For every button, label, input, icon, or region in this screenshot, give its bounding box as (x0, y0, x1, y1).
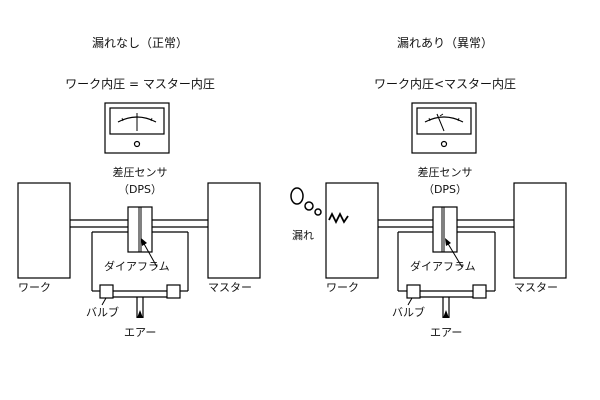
left-work-label: ワーク (18, 281, 51, 294)
right-sensor-abbr: （DPS） (422, 183, 468, 196)
left-work-tank (17, 182, 71, 279)
right-pressure-relation: ワーク内圧<マスター内圧 (373, 77, 517, 91)
left-sensor-name: 差圧センサ (112, 166, 168, 179)
left-valve-2 (166, 284, 181, 299)
left-valve-1 (99, 284, 114, 299)
right-master-tank (513, 182, 567, 279)
right-work-tank (325, 182, 379, 279)
left-master-label: マスター (208, 281, 252, 294)
left-air-arrow (137, 310, 143, 318)
leak-label: 漏れ (292, 229, 314, 242)
right-air-arrow (443, 310, 449, 318)
left-pointer-arrowhead (141, 238, 147, 246)
leak-bubbles-icon (290, 187, 322, 216)
right-valve-1 (406, 284, 421, 299)
right-valve-2 (472, 284, 487, 299)
left-diaphragm-label: ダイアフラム (104, 260, 170, 273)
right-gauge (411, 102, 477, 154)
left-dps (127, 206, 153, 253)
right-work-label: ワーク (326, 281, 359, 294)
left-panel (17, 102, 261, 318)
right-pointer-arrowhead (445, 238, 451, 246)
right-dps (432, 206, 458, 253)
right-diaphragm-label: ダイアフラム (410, 260, 476, 273)
left-master-tank (207, 182, 261, 279)
leak-zigzag-icon (328, 211, 349, 225)
right-master-label: マスター (514, 281, 558, 294)
right-air-label: エアー (430, 326, 463, 339)
right-status-title: 漏れあり（異常） (396, 36, 494, 50)
left-pressure-relation: ワーク内圧 = マスター内圧 (65, 77, 215, 91)
left-air-label: エアー (124, 326, 157, 339)
right-sensor-name: 差圧センサ (417, 166, 473, 179)
right-valve-label: バルブ (392, 306, 425, 319)
left-status-title: 漏れなし（正常） (91, 36, 189, 50)
left-valve-label: バルブ (86, 306, 119, 319)
left-sensor-abbr: （DPS） (117, 183, 163, 196)
right-panel (290, 102, 567, 318)
left-gauge (104, 102, 170, 154)
